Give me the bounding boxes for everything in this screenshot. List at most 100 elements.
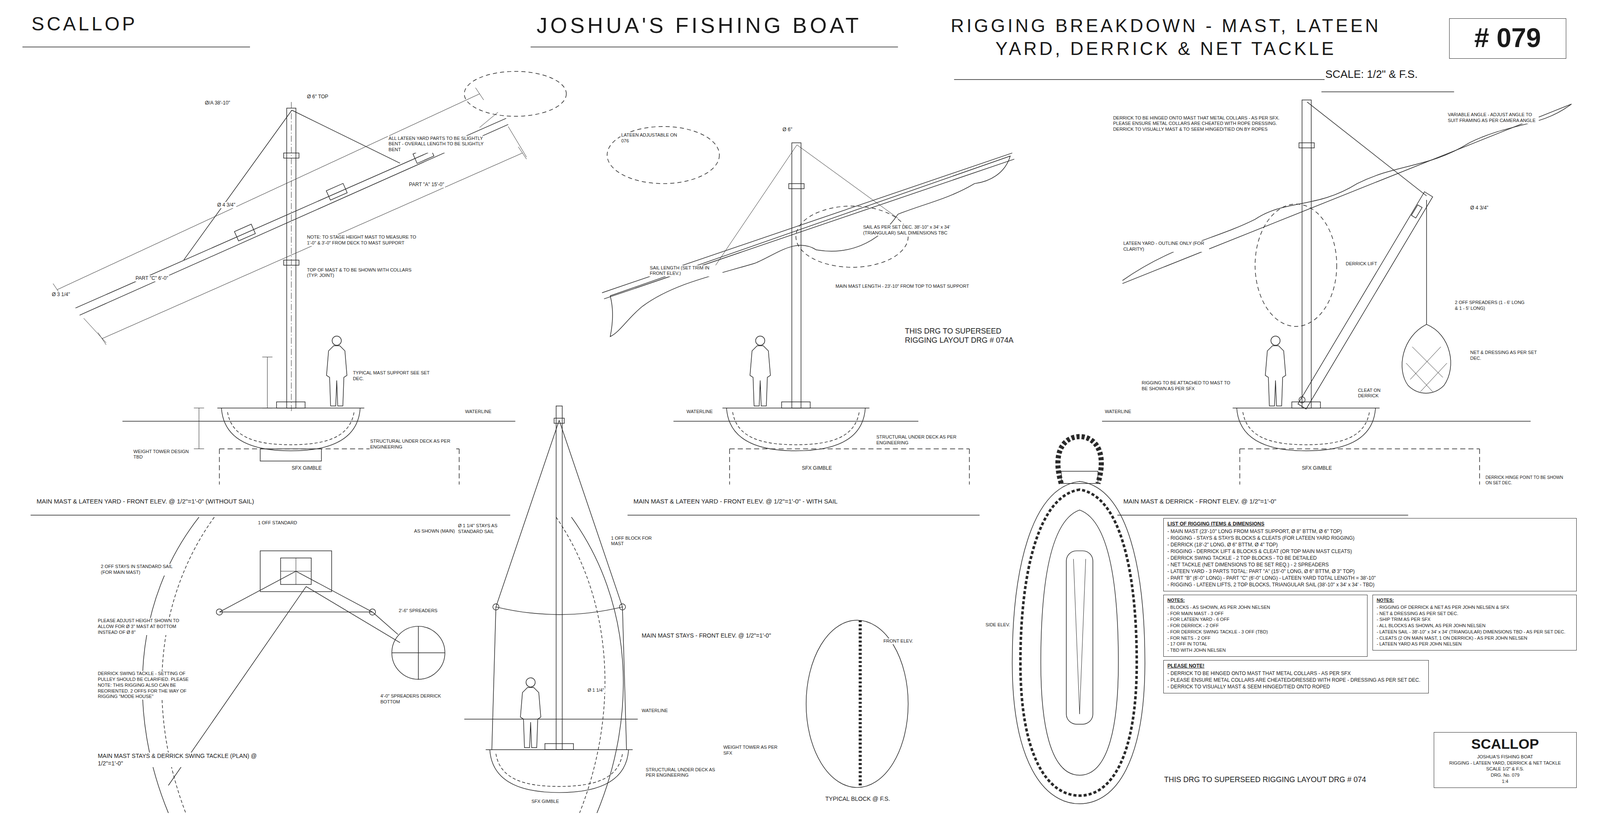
dimension: Ø 3 1/4"	[50, 291, 71, 298]
dimension: 2'-6" SPREADERS	[397, 608, 439, 615]
base-label: SFX GIMBLE	[1300, 465, 1333, 472]
box-heading: NOTES:	[1376, 597, 1573, 604]
note: ALL LATEEN YARD PARTS TO BE SLIGHTLY BEN…	[387, 135, 495, 153]
view-caption: MAIN MAST & LATEEN YARD - FRONT ELEV. @ …	[35, 497, 255, 506]
note: 4'-0" SPREADERS DERRICK BOTTOM	[379, 693, 446, 706]
note: SAIL LENGTH (SET TRIM IN FRONT ELEV.)	[649, 265, 723, 278]
part-label: PART "A" 15'-0"	[408, 181, 445, 188]
note: 2 OFF SPREADERS (1 - 6' LONG & 1 - 5' LO…	[1454, 300, 1528, 312]
dimension: Ø 4 3/4"	[1469, 205, 1490, 212]
sheet-number-box: # 079	[1449, 18, 1567, 59]
box-text: - TBD WITH JOHN NELSEN	[1167, 647, 1364, 654]
box-text: - RIGGING - LATEEN LIFTS, 2 TOP BLOCKS, …	[1167, 582, 1573, 589]
note: DERRICK TO BE HINGED ONTO MAST THAT META…	[1112, 115, 1281, 133]
supersede-note: THIS DRG TO SUPERSEED RIGGING LAYOUT DRG…	[1163, 775, 1419, 785]
box-text: DRG. No. 079	[1437, 772, 1573, 779]
view-caption: TYPICAL BLOCK @ F.S.	[824, 795, 891, 804]
view-caption: MAIN MAST STAYS - FRONT ELEV. @ 1/2"=1'-…	[640, 632, 794, 640]
box-text: - MAIN MAST (23'-10" LONG FROM MAST SUPP…	[1167, 528, 1573, 535]
box-text: - SHIP TRIM AS PER SFX	[1376, 617, 1573, 623]
box-text: - RIGGING OF DERRICK & NET AS PER JOHN N…	[1376, 605, 1573, 611]
box-text: - LATEEN YARD AS PER JOHN NELSEN	[1376, 641, 1573, 648]
title-block: SCALLOPJOSHUA'S FISHING BOATRIGGING - LA…	[1433, 732, 1577, 788]
box-heading: LIST OF RIGGING ITEMS & DIMENSIONS	[1167, 521, 1573, 528]
view-caption: MAIN MAST & DERRICK - FRONT ELEV. @ 1/2"…	[1122, 497, 1278, 506]
note: VARIABLE ANGLE - ADJUST ANGLE TO SUIT FR…	[1447, 112, 1539, 124]
view-label: SIDE ELEV.	[984, 622, 1011, 629]
base-label: SFX GIMBLE	[530, 799, 560, 805]
note: Ø 1 1/4" STAYS AS STANDARD SAIL	[457, 523, 519, 535]
waterline-label: WATERLINE	[464, 409, 493, 415]
supersede-note: THIS DRG TO SUPERSEED RIGGING LAYOUT DRG…	[904, 326, 1027, 346]
note: PLEASE ADJUST HEIGHT SHOWN TO ALLOW FOR …	[97, 618, 195, 636]
view-caption: MAIN MAST & LATEEN YARD - FRONT ELEV. @ …	[632, 497, 839, 506]
box-text: - CLEATS (2 ON MAIN MAST, 1 ON DERRICK) …	[1376, 635, 1573, 642]
box-text: - FOR MAIN MAST - 3 OFF	[1167, 611, 1364, 618]
note: MAIN MAST LENGTH - 23'-10" FROM TOP TO M…	[834, 283, 1003, 290]
view-label: FRONT ELEV.	[882, 638, 914, 645]
note: STRUCTURAL UNDER DECK AS PER ENGINEERING	[369, 438, 457, 451]
notes-box: NOTES:- RIGGING OF DERRICK & NET AS PER …	[1372, 595, 1577, 651]
box-text: SCALE 1/2" & F.S.	[1437, 766, 1573, 773]
note: WEIGHT TOWER DESIGN TBD	[132, 449, 192, 461]
box-text: - FOR LATEEN YARD - 6 OFF	[1167, 617, 1364, 623]
note: LATEEN ADJUSTABLE ON 076	[620, 132, 682, 145]
notes-box: NOTES:- BLOCKS - AS SHOWN, AS PER JOHN N…	[1163, 595, 1368, 658]
box-text: - DERRICK (18'-2" LONG, Ø 6" BTTM, Ø 4" …	[1167, 542, 1573, 549]
box-text: RIGGING - LATEEN YARD, DERRICK & NET TAC…	[1437, 760, 1573, 767]
note: TOP OF MAST & TO BE SHOWN WITH COLLARS (…	[306, 267, 424, 280]
box-heading: PLEASE NOTE!	[1167, 663, 1425, 670]
note: RIGGING TO BE ATTACHED TO MAST TO BE SHO…	[1140, 380, 1238, 393]
note: TYPICAL MAST SUPPORT SEE SET DEC.	[352, 370, 434, 383]
box-text: - DERRICK TO VISUALLY MAST & SEEM HINGED…	[1167, 684, 1425, 691]
box-text: 1:4	[1437, 779, 1573, 785]
box-text: - NET TACKLE (NET DIMENSIONS TO BE SET R…	[1167, 562, 1573, 569]
note: WEIGHT TOWER AS PER SFX	[722, 745, 779, 757]
box-text: - NET & DRESSING AS PER SET DEC.	[1376, 611, 1573, 618]
box-text: JOSHUA'S FISHING BOAT	[1437, 754, 1573, 761]
base-label: SFX GIMBLE	[290, 465, 323, 472]
drawing-title: JOSHUA'S FISHING BOAT	[535, 12, 863, 40]
box-text: - RIGGING - STAYS & STAYS BLOCKS & CLEAT…	[1167, 535, 1573, 542]
note: 1 OFF STANDARD	[257, 520, 298, 527]
note: SAIL AS PER SET DEC. 38'-10" x 34' x 34'…	[862, 224, 975, 237]
box-heading: NOTES:	[1167, 597, 1364, 604]
box-text: # 079	[1453, 21, 1563, 55]
part-label: PART "C" 6'-0"	[134, 275, 169, 282]
base-label: SFX GIMBLE	[800, 465, 833, 472]
sheet-title: RIGGING BREAKDOWN - MAST, LATEEN YARD, D…	[949, 14, 1383, 60]
dimension: Ø 1 1/4"	[586, 687, 605, 694]
box-text: - LATEEN SAIL - 38'-10" x 34' x 34' (TRI…	[1376, 629, 1573, 636]
dimension: Ø 4 3/4"	[216, 202, 237, 209]
note: AS SHOWN (MAIN)	[413, 528, 456, 535]
box-text: - DERRICK TO BE HINGED ONTO MAST THAT ME…	[1167, 670, 1425, 678]
note: DERRICK HINGE POINT TO BE SHOWN ON SET D…	[1484, 475, 1567, 486]
note: NET & DRESSING AS PER SET DEC.	[1469, 350, 1543, 362]
box-text: - BLOCKS - AS SHOWN, AS PER JOHN NELSEN	[1167, 605, 1364, 611]
box-text: - PART "B" (6'-0" LONG) - PART "C" (6'-0…	[1167, 575, 1573, 582]
waterline-label: WATERLINE	[685, 409, 714, 415]
box-text: - 17 OFF IN TOTAL	[1167, 641, 1364, 648]
box-text: - RIGGING - DERRICK LIFT & BLOCKS & CLEA…	[1167, 548, 1573, 555]
note: STRUCTURAL UNDER DECK AS PER ENGINEERING	[645, 767, 717, 780]
dimension: Ø/A 38'-10"	[204, 100, 232, 107]
box-text: - ALL BLOCKS AS SHOWN, AS PER JOHN NELSE…	[1376, 623, 1573, 630]
scale-note: SCALE: 1/2" & F.S.	[1324, 67, 1419, 82]
dimension: Ø 6" TOP	[306, 93, 330, 100]
box-text: - FOR NETS - 2 OFF	[1167, 635, 1364, 642]
part-label: DERRICK LIFT	[1345, 261, 1378, 268]
note: NOTE: TO STAGE HEIGHT MAST TO MEASURE TO…	[306, 234, 424, 247]
box-text: SCALLOP	[1437, 735, 1573, 754]
note: DERRICK SWING TACKLE - SETTING OF PULLEY…	[97, 671, 200, 700]
please-note-box: PLEASE NOTE!- DERRICK TO BE HINGED ONTO …	[1163, 660, 1429, 694]
project-name: SCALLOP	[30, 12, 138, 37]
view-caption: MAIN MAST STAYS & DERRICK SWING TACKLE (…	[97, 752, 261, 768]
rigging-list-box: LIST OF RIGGING ITEMS & DIMENSIONS- MAIN…	[1163, 518, 1577, 592]
note: LATEEN YARD - OUTLINE ONLY (FOR CLARITY)	[1122, 240, 1210, 253]
note: 1 OFF BLOCK FOR MAST	[610, 535, 663, 548]
box-text: - FOR DERRICK - 2 OFF	[1167, 623, 1364, 630]
note: STRUCTURAL UNDER DECK AS PER ENGINEERING	[875, 434, 963, 447]
box-text: - FOR DERRICK SWING TACKLE - 3 OFF (TBD)	[1167, 629, 1364, 636]
box-text: - PLEASE ENSURE METAL COLLARS ARE CHEATE…	[1167, 677, 1425, 684]
waterline-label: WATERLINE	[1104, 409, 1133, 415]
